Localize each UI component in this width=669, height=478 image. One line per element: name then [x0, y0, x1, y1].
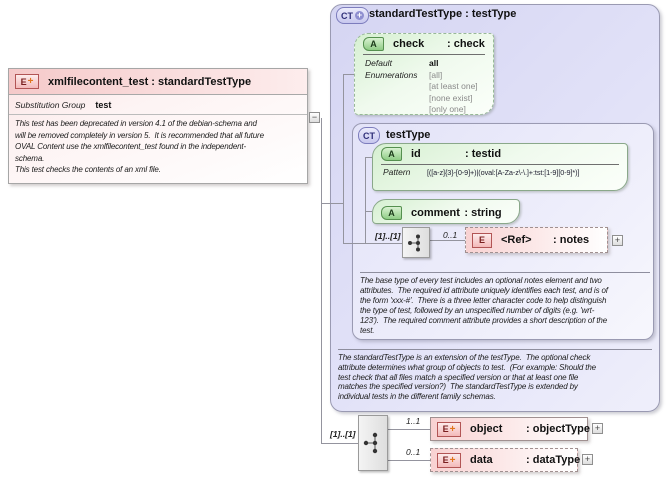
- enumerations-values: [all] [at least one] [none exist] [only …: [429, 69, 478, 115]
- attribute-type: : testid: [465, 148, 502, 160]
- element-plus-icon: E+: [437, 452, 461, 468]
- attribute-icon: A: [381, 206, 402, 220]
- attribute-type: : string: [464, 207, 502, 219]
- content-model-cardinality: [1]..[1]: [330, 429, 356, 439]
- complex-type-plus-icon: CT+: [336, 7, 369, 24]
- element-name: object: [470, 423, 503, 435]
- notes-element-node[interactable]: E <Ref> : notes: [465, 227, 608, 253]
- sequence-glyph: [363, 432, 378, 454]
- divider: [363, 54, 485, 55]
- object-element-node[interactable]: E+ object : objectType: [430, 417, 590, 441]
- substitution-group-row: Substitution Group test: [9, 95, 307, 115]
- divider: [381, 164, 619, 165]
- sequence-cardinality: [1]..[1]: [375, 231, 401, 241]
- connector-line: [343, 243, 402, 244]
- standard-test-type-description: The standardTestType is an extension of …: [338, 353, 596, 402]
- attribute-icon: A: [381, 147, 402, 161]
- element-plus-icon: E+: [15, 74, 39, 89]
- comment-attribute-header: A comment : string: [373, 200, 519, 224]
- expand-toggle[interactable]: +: [582, 454, 593, 465]
- element-name: <Ref>: [501, 234, 532, 246]
- attribute-name: comment: [411, 207, 460, 219]
- check-attribute-facets: Default all Enumerations [all] [at least…: [355, 55, 493, 116]
- attribute-icon: A: [363, 37, 384, 51]
- default-label: Default: [365, 58, 392, 68]
- data-cardinality: 0..1: [406, 447, 421, 457]
- expand-toggle[interactable]: +: [592, 423, 603, 434]
- element-name: data: [470, 454, 493, 466]
- connector-line: [321, 443, 358, 444]
- standard-test-type-title: standardTestType : testType: [369, 8, 517, 20]
- connector-line: [388, 460, 430, 461]
- connector-line: [321, 118, 322, 444]
- check-attribute-node[interactable]: A check : check Default all Enumerations…: [354, 33, 494, 115]
- connector-line: [388, 429, 430, 430]
- id-attribute-node[interactable]: A id : testid Pattern [([a-z]{3}-[0-9]+)…: [372, 143, 628, 191]
- expand-toggle[interactable]: +: [612, 235, 623, 246]
- id-pattern-row: Pattern [([a-z]{3}-[0-9]+)|(oval:[A-Za-z…: [373, 165, 627, 177]
- divider: [360, 272, 650, 273]
- substitution-group-value[interactable]: test: [95, 99, 112, 110]
- divider: [338, 349, 652, 350]
- element-icon: E: [472, 232, 492, 248]
- connector-line: [322, 203, 343, 204]
- element-title: xmlfilecontent_test : standardTestType: [48, 75, 252, 88]
- element-plus-icon: E+: [437, 421, 461, 437]
- element-type: : dataType: [526, 454, 581, 466]
- pattern-label: Pattern: [383, 167, 411, 177]
- attribute-type: : check: [447, 38, 485, 50]
- sequence-compositor-icon[interactable]: [358, 415, 388, 471]
- connector-line: [344, 74, 354, 75]
- substitution-group-label: Substitution Group: [15, 99, 86, 110]
- enumerations-label: Enumerations: [365, 69, 418, 80]
- element-type: : objectType: [526, 423, 590, 435]
- element-type: : notes: [553, 234, 590, 246]
- check-attribute-header: A check : check: [355, 34, 493, 53]
- element-description: This test has been deprecated in version…: [15, 119, 264, 174]
- default-value: all: [429, 58, 439, 68]
- object-cardinality: 1..1: [406, 416, 421, 426]
- connector-line: [430, 240, 465, 241]
- connector-line: [365, 157, 372, 158]
- complex-type-icon: CT: [358, 127, 380, 144]
- sequence-compositor-icon[interactable]: [402, 227, 430, 258]
- id-attribute-header: A id : testid: [373, 144, 627, 163]
- notes-cardinality: 0..1: [443, 230, 458, 240]
- attribute-name: check: [393, 38, 425, 50]
- attribute-name: id: [411, 148, 421, 160]
- test-type-description: The base type of every test includes an …: [360, 276, 608, 335]
- xmlfilecontent-test-node[interactable]: E+ xmlfilecontent_test : standardTestTyp…: [8, 68, 308, 184]
- sequence-glyph: [408, 234, 420, 251]
- test-type-title: testType: [386, 129, 431, 141]
- connector-line: [365, 211, 372, 212]
- element-node-header: E+ xmlfilecontent_test : standardTestTyp…: [9, 69, 307, 95]
- connector-line: [343, 74, 344, 244]
- connector-line: [365, 157, 366, 243]
- comment-attribute-node[interactable]: A comment : string: [372, 199, 520, 224]
- collapse-toggle[interactable]: −: [309, 112, 320, 123]
- data-element-node[interactable]: E+ data : dataType: [430, 448, 581, 472]
- pattern-value: [([a-z]{3}-[0-9]+)|(oval:[A-Za-z\-\.]+:t…: [427, 168, 580, 177]
